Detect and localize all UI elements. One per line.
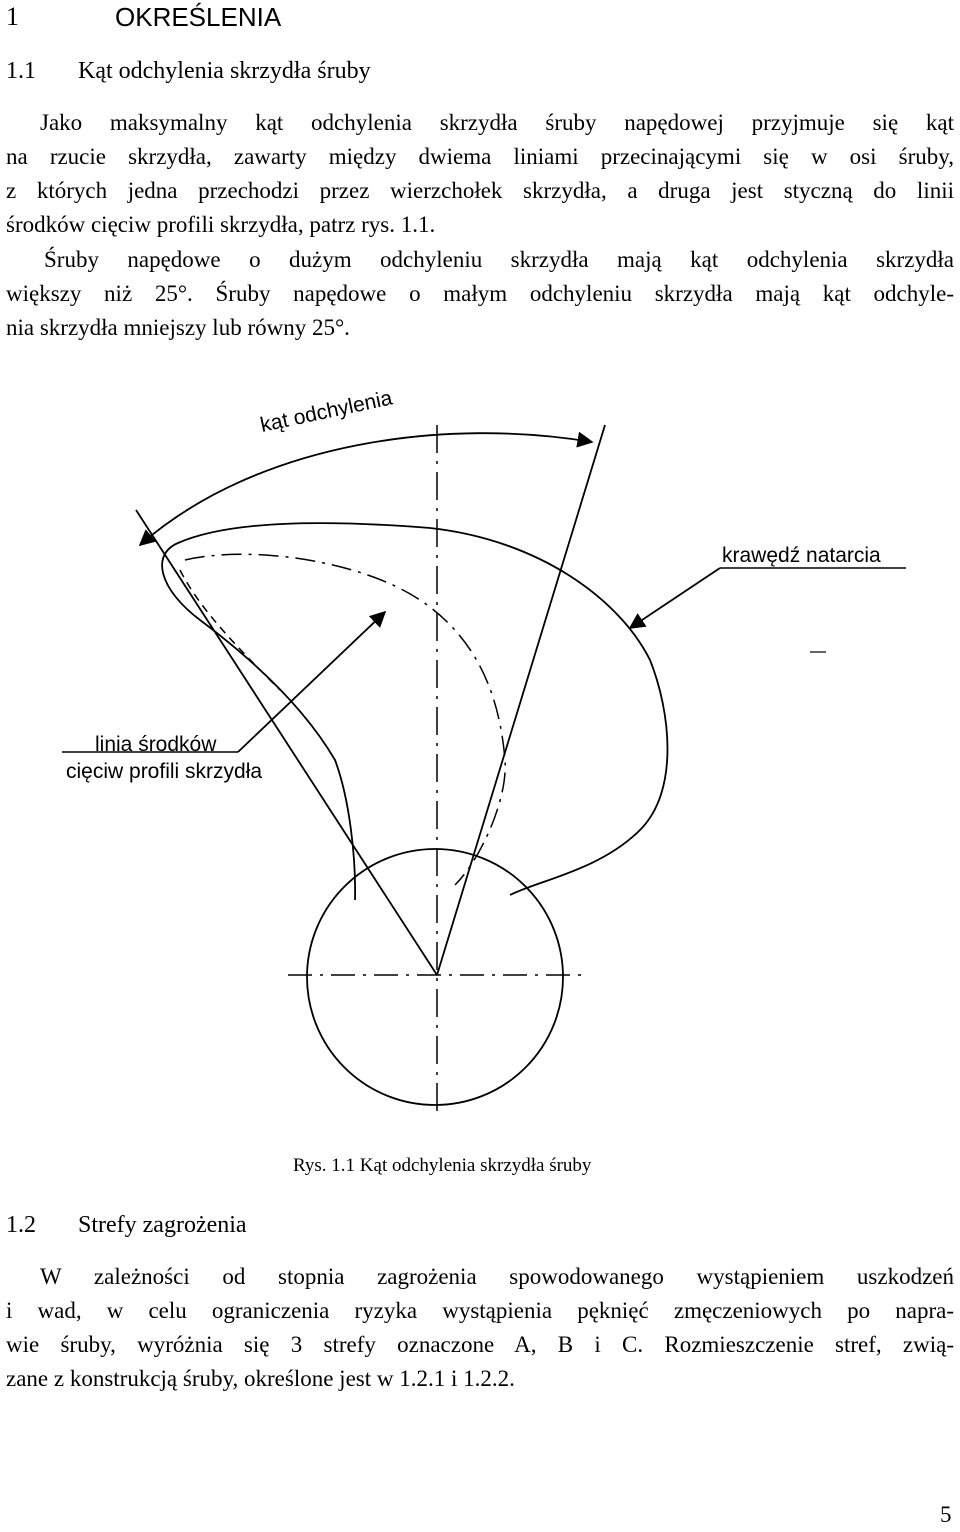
midchord-label-line2: cięciw profili skrzydła: [66, 760, 263, 783]
subsection-title: Strefy zagrożenia: [78, 1212, 247, 1238]
midchord-leader: [237, 610, 387, 753]
paragraph-line: z których jedna przechodzi przez wierzch…: [6, 178, 954, 203]
angle-label: kąt odchylenia: [258, 386, 394, 436]
angle-arc: [138, 431, 594, 547]
section-number: 1: [6, 2, 19, 31]
tip-line: [135, 509, 438, 976]
leading-edge-label: krawędź natarcia: [722, 544, 881, 567]
midchord-line: [184, 553, 506, 886]
paragraph-line: wie śruby, wyróżnia się 3 strefy oznaczo…: [6, 1332, 954, 1357]
paragraph-line: Jako maksymalny kąt odchylenia skrzydła …: [40, 110, 954, 135]
subsection-title: Kąt odchylenia skrzydła śruby: [78, 58, 371, 84]
paragraph-line: zane z konstrukcją śruby, określone jest…: [6, 1366, 515, 1391]
midchord-label-line1: linia środków: [95, 733, 217, 756]
paragraph-line: większy niż 25°. Śruby napędowe o małym …: [6, 281, 954, 306]
paragraph-line: nia skrzydła mniejszy lub równy 25°.: [6, 315, 350, 340]
paragraph-line: na rzucie skrzydła, zawarty między dwiem…: [6, 144, 954, 169]
figure-caption: Rys. 1.1 Kąt odchylenia skrzydła śruby: [293, 1155, 592, 1176]
section-title: OKREŚLENIA: [115, 2, 282, 32]
paragraph-line: Śruby napędowe o dużym odchyleniu skrzyd…: [44, 247, 954, 272]
subsection-number: 1.1: [6, 58, 36, 84]
page-number: 5: [940, 1502, 952, 1527]
subsection-number: 1.2: [6, 1212, 36, 1238]
inner-dashed-curve: [179, 569, 281, 691]
blade-outline: [161, 522, 669, 901]
paragraph-line: i wad, w celu ograniczenia ryzyka wystąp…: [6, 1298, 954, 1323]
propeller-blade-figure: kąt odchylenia: [62, 386, 906, 1115]
tangent-line: [436, 424, 606, 976]
hub-circle: [306, 848, 564, 1106]
leading-edge-leader: [628, 567, 721, 629]
paragraph-line: środków cięciw profili skrzydła, patrz r…: [6, 212, 436, 237]
paragraph-line: W zależności od stopnia zagrożenia spowo…: [40, 1264, 954, 1289]
